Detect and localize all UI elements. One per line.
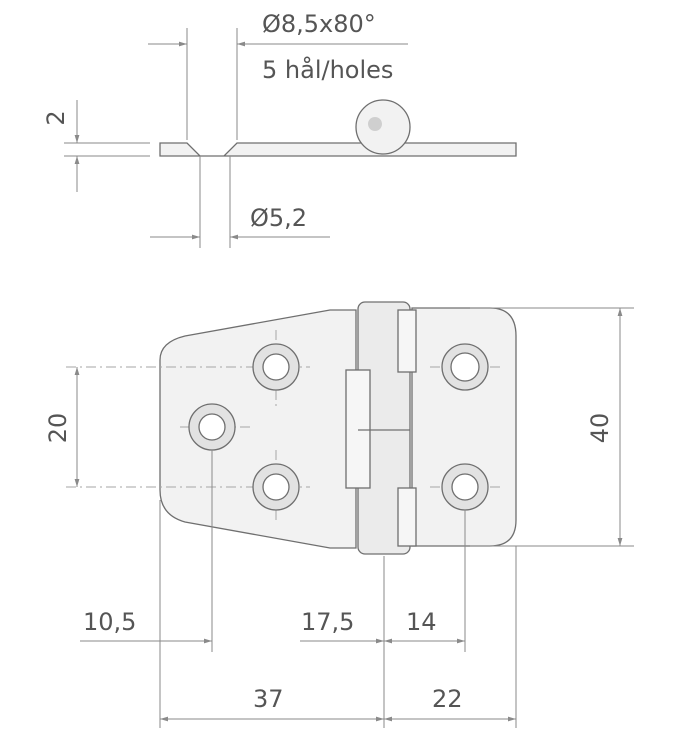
knuckle-segment bbox=[397, 309, 417, 373]
dim-c-label: 14 bbox=[406, 608, 437, 636]
hole bbox=[441, 463, 489, 511]
height-inner-label: 20 bbox=[44, 413, 72, 444]
knuckle-segment bbox=[397, 487, 417, 547]
front-view: 20 40 10,5 17,5 14 37 22 bbox=[44, 301, 634, 728]
pin-diameter-label: Ø5,2 bbox=[250, 204, 307, 232]
knuckle-segment bbox=[345, 369, 371, 489]
knuckle-circle bbox=[355, 99, 411, 155]
pin-highlight bbox=[368, 117, 382, 131]
dim-right-leaf-label: 22 bbox=[432, 685, 463, 713]
hole bbox=[252, 463, 300, 511]
hinge-profile bbox=[159, 142, 517, 157]
side-view: Ø8,5x80° 5 hål/holes 2 Ø5,2 bbox=[42, 10, 517, 248]
dim-b-label: 17,5 bbox=[301, 608, 354, 636]
left-leaf bbox=[159, 309, 357, 549]
height-outer-label: 40 bbox=[586, 413, 614, 444]
hole-spec-label: Ø8,5x80° bbox=[262, 10, 376, 38]
hole bbox=[252, 343, 300, 391]
hole bbox=[188, 403, 236, 451]
dim-a-label: 10,5 bbox=[83, 608, 136, 636]
hole-count-label: 5 hål/holes bbox=[262, 55, 393, 84]
hole bbox=[441, 343, 489, 391]
dim-left-leaf-label: 37 bbox=[253, 685, 284, 713]
thickness-label: 2 bbox=[42, 110, 70, 125]
